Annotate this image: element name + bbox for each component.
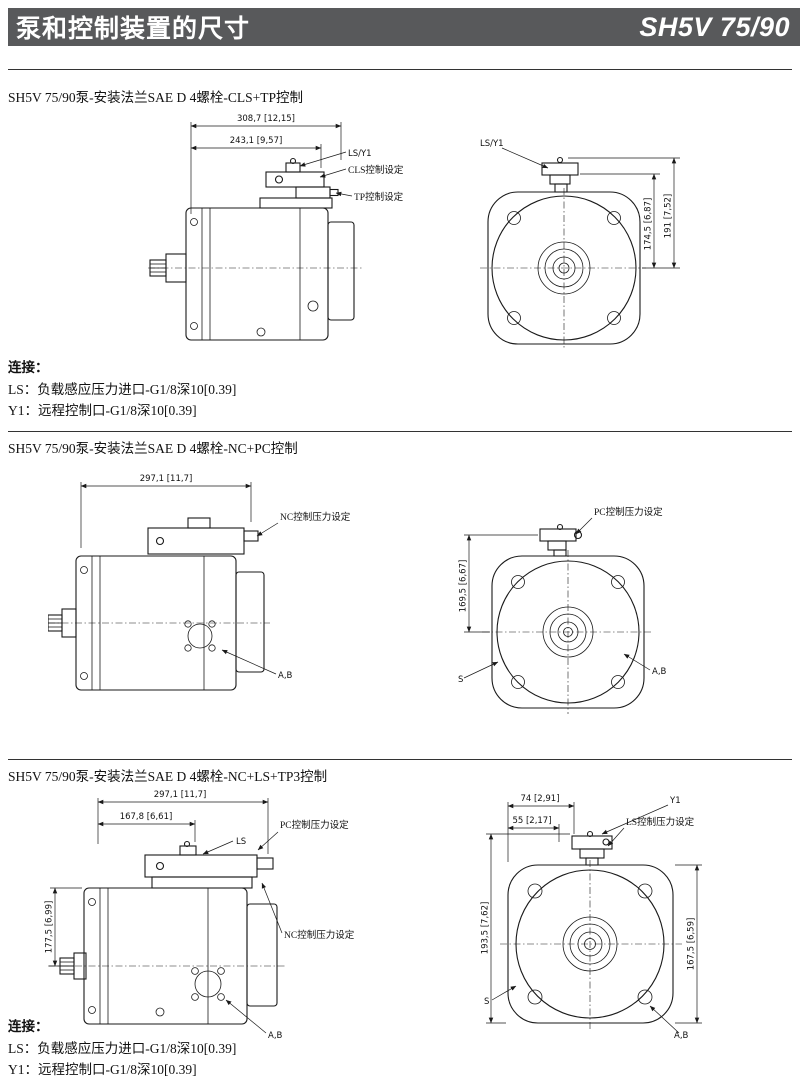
s3-front-view-drawing: 74 [2,91] 55 [2,17] Y1 LS控制压力设定 193,5 [7…	[481, 794, 702, 1041]
section3-heading: SH5V 75/90泵-安装法兰SAE D 4螺栓-NC+LS+TP3控制	[8, 769, 328, 784]
connection-ls-2: LS：负载感应压力进口-G1/8深10[0.39]	[8, 1038, 236, 1060]
s1-side-dimensions: 308,7 [12,15] 243,1 [9,57]	[190, 114, 342, 214]
s3f-dim-h2: 167,5 [6,59]	[687, 918, 697, 971]
s1-side-labels: LS/Y1 CLS控制设定 TP控制设定	[299, 149, 404, 203]
s3-pump-body	[59, 887, 278, 1025]
page-header: 泵和控制装置的尺寸 SH5V 75/90	[8, 8, 800, 46]
page-title: 泵和控制装置的尺寸	[16, 15, 251, 43]
s3f-top-dimensions: 74 [2,91] 55 [2,17]	[507, 794, 575, 862]
s3-label-nc: NC控制压力设定	[284, 929, 355, 941]
connection-y1-2: Y1：远程控制口-G1/8深10[0.39]	[8, 1059, 236, 1081]
s1-dim-partial: 243,1 [9,57]	[230, 136, 283, 146]
s3f-label-y1: Y1	[669, 796, 681, 806]
s2-front-view-drawing: PC控制压力设定 169,5 [6,67] S A,B	[458, 506, 667, 714]
s2f-dimensions: 169,5 [6,67]	[459, 534, 538, 633]
s1-dim-total: 308,7 [12,15]	[237, 114, 295, 124]
s2f-label-pc: PC控制压力设定	[594, 506, 663, 518]
s2-control-assembly	[147, 517, 259, 555]
s1f-valve	[541, 156, 579, 193]
section1-heading: SH5V 75/90泵-安装法兰SAE D 4螺栓-CLS+TP控制	[8, 90, 304, 105]
connections-title-2: 连接：	[8, 1019, 49, 1034]
s3f-label-s: S	[484, 997, 489, 1007]
s3-control-assembly	[144, 840, 274, 889]
connection-y1-key-2: Y1：	[8, 1062, 38, 1078]
s3-dim-partial: 167,8 [6,61]	[120, 812, 173, 822]
s3-side-dimensions: 297,1 [11,7] 167,8 [6,61] 177,5 [6,99]	[45, 790, 269, 967]
s1f-dim-h1: 174,5 [6,87]	[644, 198, 654, 251]
divider-section3	[8, 759, 792, 760]
divider-section2	[8, 431, 792, 432]
connections-block-2: 连接： LS：负载感应压力进口-G1/8深10[0.39] Y1：远程控制口-G…	[8, 1016, 236, 1081]
s2-dim-total: 297,1 [11,7]	[140, 474, 193, 484]
s2f-dim-h: 169,5 [6,67]	[459, 560, 469, 613]
pump-housing	[185, 207, 329, 341]
s1f-dim-h2: 191 [7,52]	[664, 194, 674, 238]
s2f-label-ab: A,B	[652, 667, 667, 677]
s1-front-view-drawing: LS/Y1 174,5 [6,87] 191 [7,52]	[480, 139, 680, 350]
section2-heading: SH5V 75/90泵-安装法兰SAE D 4螺栓-NC+PC控制	[8, 441, 298, 456]
s2-side-view-drawing: 297,1 [11,7] NC控制压力设定 A,B	[48, 474, 351, 691]
s1-label-cls: CLS控制设定	[348, 164, 404, 176]
s2-side-dimensions: 297,1 [11,7]	[80, 474, 252, 548]
pump-housing	[83, 887, 248, 1025]
s1-side-view-drawing: 308,7 [12,15] 243,1 [9,57] LS/Y1 CLS控制设定…	[148, 114, 404, 341]
connection-y1: Y1：远程控制口-G1/8深10[0.39]	[8, 400, 236, 422]
s3-side-view-drawing: 297,1 [11,7] 167,8 [6,61] 177,5 [6,99] L…	[45, 790, 355, 1041]
s3-dim-total: 297,1 [11,7]	[154, 790, 207, 800]
s3f-label-ab: A,B	[674, 1031, 689, 1041]
s3f-valve	[571, 830, 613, 866]
port-block	[246, 903, 278, 1007]
model-number: SH5V 75/90	[639, 11, 790, 42]
s1f-dimensions: 174,5 [6,87] 191 [7,52]	[568, 157, 680, 269]
s1f-label-ls-y1: LS/Y1	[480, 139, 504, 149]
s3f-dim-w1: 74 [2,91]	[520, 794, 559, 804]
connection-y1-key: Y1：	[8, 403, 38, 419]
connection-ls-key: LS：	[8, 381, 38, 397]
s3f-side-dimensions: 193,5 [7,62] 167,5 [6,59]	[481, 833, 702, 1024]
s2-label-nc: NC控制压力设定	[280, 511, 351, 523]
s1-control-assembly	[259, 157, 339, 209]
port-block	[327, 221, 355, 321]
s3f-dim-h1: 193,5 [7,62]	[481, 902, 491, 955]
s3f-label-ls: LS控制压力设定	[626, 816, 695, 828]
divider-top	[8, 69, 792, 70]
s2-label-ab: A,B	[278, 671, 293, 681]
s2f-valve	[539, 523, 583, 557]
s3-label-ls: LS	[236, 837, 246, 847]
s3-label-ab: A,B	[268, 1031, 283, 1041]
connections-block-1: 连接： LS：负载感应压力进口-G1/8深10[0.39] Y1：远程控制口-G…	[8, 357, 236, 422]
s1-label-tp: TP控制设定	[354, 191, 404, 203]
connection-ls-text-2: 负载感应压力进口-G1/8深10[0.39]	[37, 1040, 237, 1056]
s1-label-ls-y1: LS/Y1	[348, 149, 372, 159]
s3-label-pc: PC控制压力设定	[280, 819, 349, 831]
connection-y1-text: 远程控制口-G1/8深10[0.39]	[38, 403, 197, 419]
connection-y1-text-2: 远程控制口-G1/8深10[0.39]	[38, 1062, 197, 1078]
s2f-label-s: S	[458, 675, 463, 685]
connection-ls: LS：负载感应压力进口-G1/8深10[0.39]	[8, 379, 236, 401]
s3f-dim-w2: 55 [2,17]	[512, 816, 551, 826]
connections-title: 连接：	[8, 360, 49, 375]
connection-ls-text: 负载感应压力进口-G1/8深10[0.39]	[37, 381, 237, 397]
s3-dim-height: 177,5 [6,99]	[45, 901, 55, 954]
port-block	[235, 571, 265, 673]
s1-pump-body	[149, 207, 355, 341]
connection-ls-key-2: LS：	[8, 1040, 38, 1056]
